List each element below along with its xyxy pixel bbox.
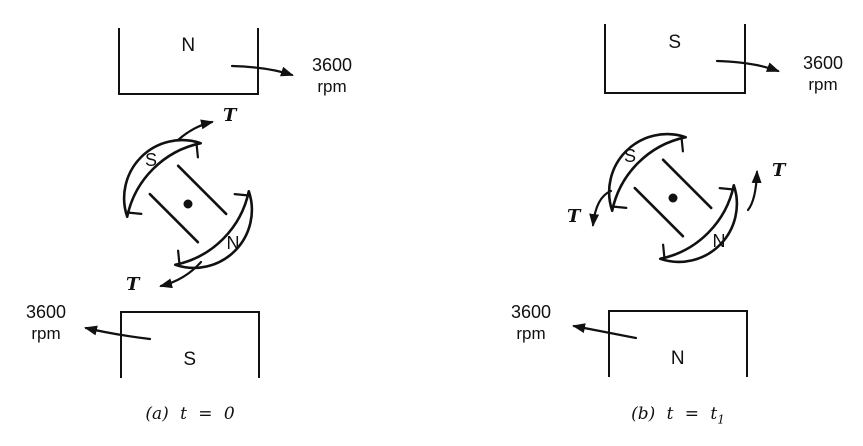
shaft-center-dot <box>183 199 193 209</box>
top-stator-pole-b: S <box>604 24 746 94</box>
rotor-lower-pole-label-a: N <box>226 233 240 253</box>
rotor-upper-pole-label-b: S <box>623 146 636 166</box>
bottom-stator-pole-b: N <box>608 310 748 377</box>
top-stator-pole-label-b: S <box>668 32 682 53</box>
speed-value: 3600 <box>802 53 844 73</box>
shaft-center-dot <box>668 193 678 203</box>
speed-unit: rpm <box>317 77 347 96</box>
torque-label-right-b: T <box>772 160 786 181</box>
top-stator-pole-label-a: N <box>181 35 196 56</box>
speed-label-top-a: 3600 rpm <box>300 55 364 97</box>
rotor-graphic-b <box>607 132 739 264</box>
bottom-stator-pole-label-b: N <box>670 348 686 369</box>
speed-unit: rpm <box>808 75 838 94</box>
bottom-stator-pole-label-a: S <box>183 349 197 370</box>
speed-unit: rpm <box>516 324 546 343</box>
caption-b: (b) t = t1 <box>631 404 725 427</box>
speed-label-top-b: 3600 rpm <box>791 53 855 95</box>
torque-label-left-b: T <box>567 206 581 227</box>
torque-arrow-icon-right-b <box>746 170 762 212</box>
torque-label-bottom-a: T <box>126 274 140 295</box>
speed-unit: rpm <box>31 324 61 343</box>
rotation-arrow-icon-bottom-a <box>84 325 152 341</box>
rotation-arrow-icon-bottom-b <box>572 323 638 340</box>
panel-a: N 3600 rpm S N <box>0 0 431 446</box>
speed-value: 3600 <box>510 302 552 322</box>
rotation-arrow-icon-top-b <box>715 59 780 73</box>
torque-label-top-a: T <box>223 105 237 126</box>
rotor-lower-pole-label-b: N <box>712 231 726 251</box>
bottom-stator-pole-a: S <box>120 311 260 378</box>
speed-label-bottom-a: 3600 rpm <box>14 302 78 344</box>
rotation-arrow-icon-top-a <box>230 64 294 77</box>
torque-arrow-icon-top-a <box>176 119 214 142</box>
torque-arrow-icon-bottom-a <box>159 260 203 289</box>
speed-label-bottom-b: 3600 rpm <box>500 302 562 344</box>
caption-a: (a) t = 0 <box>145 404 235 424</box>
rotor-upper-pole-label-a: S <box>144 150 157 170</box>
top-stator-pole-a: N <box>118 28 259 95</box>
speed-value: 3600 <box>311 55 353 75</box>
speed-value: 3600 <box>25 302 67 322</box>
rotor-graphic-a <box>122 138 254 270</box>
torque-arrow-icon-left-b <box>589 189 613 227</box>
